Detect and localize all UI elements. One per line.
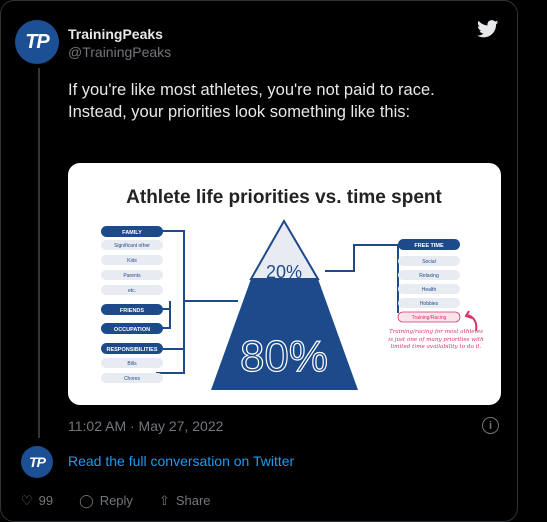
tweet-timestamp[interactable]: 11:02 AM · May 27, 2022: [68, 418, 224, 434]
responsibilities-item: Chores: [124, 376, 141, 382]
infographic-note: Training/racing for most athletes is jus…: [388, 329, 484, 351]
tweet-actions: ♡99 ◯Reply ⇧Share: [21, 493, 211, 509]
thread-line: [38, 68, 40, 438]
share-icon: ⇧: [158, 493, 170, 508]
tweet-image[interactable]: Athlete life priorities vs. time spent 2…: [68, 163, 501, 405]
pyramid-bottom: [211, 279, 358, 390]
responsibilities-header: RESPONSIBILITIES: [106, 347, 157, 353]
left-group-responsibilities: RESPONSIBILITIES Bills Chores: [101, 343, 163, 383]
like-action[interactable]: ♡99: [21, 493, 54, 508]
free-time-item: Hobbies: [420, 301, 439, 307]
tweet-text: If you're like most athletes, you're not…: [68, 81, 435, 121]
infographic-title: Athlete life priorities vs. time spent: [126, 187, 442, 208]
pyramid-top-label: 20%: [266, 262, 302, 282]
family-item: Parents: [123, 273, 141, 279]
account-handle[interactable]: @TrainingPeaks: [68, 44, 172, 60]
free-time-item: Social: [422, 259, 436, 265]
right-group-free-time: FREE TIME Social Relaxing Health Hobbies…: [397, 239, 461, 323]
left-group-family: FAMILY Significant other Kids Parents et…: [101, 226, 163, 295]
tweet-card: TP TrainingPeaks @TrainingPeaks If you'r…: [0, 0, 518, 522]
share-action[interactable]: ⇧Share: [158, 493, 211, 508]
avatar-small[interactable]: TP: [21, 446, 53, 478]
family-item: etc.: [128, 288, 136, 294]
left-group-occupation: OCCUPATION: [101, 323, 163, 334]
free-time-item: Health: [422, 287, 437, 293]
occupation-header: OCCUPATION: [114, 327, 150, 333]
reply-icon: ◯: [79, 493, 94, 508]
friends-header: FRIENDS: [120, 308, 144, 314]
family-item: Significant other: [114, 243, 150, 249]
heart-icon: ♡: [21, 493, 33, 508]
read-conversation-link[interactable]: Read the full conversation on Twitter: [68, 453, 295, 469]
training-racing-item: Training/Racing: [412, 315, 447, 321]
twitter-bird-icon[interactable]: [477, 20, 499, 38]
responsibilities-item: Bills: [127, 361, 137, 367]
priorities-infographic: Athlete life priorities vs. time spent 2…: [101, 187, 484, 390]
avatar[interactable]: TP: [15, 20, 59, 64]
curved-arrow-icon: [467, 314, 478, 332]
left-group-friends: FRIENDS: [101, 304, 163, 315]
free-time-item: Relaxing: [419, 273, 439, 279]
right-connectors: [325, 244, 399, 313]
info-icon[interactable]: i: [482, 417, 499, 434]
free-time-header: FREE TIME: [414, 243, 444, 249]
pyramid-bottom-label: 80%: [240, 332, 328, 381]
family-item: Kids: [127, 258, 137, 264]
account-name[interactable]: TrainingPeaks: [68, 26, 163, 42]
pyramid-top: [249, 219, 320, 280]
family-header: FAMILY: [122, 230, 142, 236]
reply-action[interactable]: ◯Reply: [79, 493, 133, 508]
